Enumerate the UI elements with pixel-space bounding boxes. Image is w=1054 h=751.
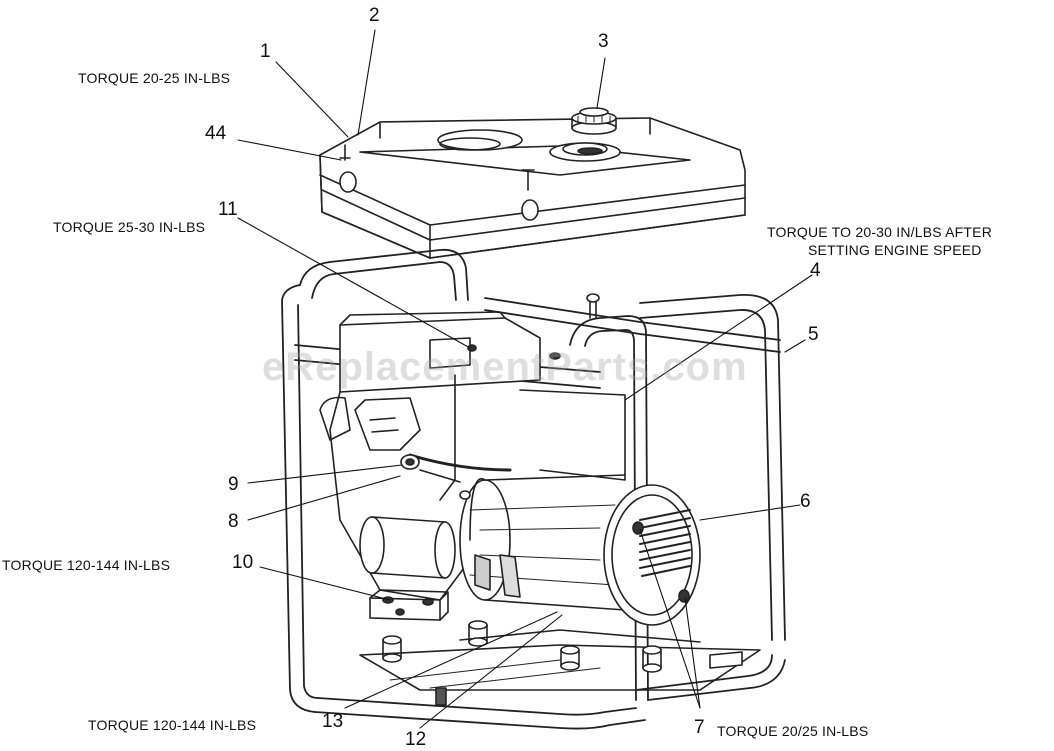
note-torque-top: TORQUE 20-25 IN-LBS — [78, 70, 231, 86]
callout-12: 12 — [405, 729, 427, 750]
callout-2: 2 — [369, 5, 380, 26]
note-torque-speed-2: SETTING ENGINE SPEED — [808, 242, 982, 258]
leader-lines — [237, 29, 813, 729]
callout-5: 5 — [808, 324, 819, 345]
callout-13: 13 — [322, 711, 344, 732]
note-torque-speed-1: TORQUE TO 20-30 IN/LBS AFTER — [767, 224, 993, 240]
callout-9: 9 — [228, 474, 239, 495]
callout-44: 44 — [205, 123, 227, 144]
callout-1: 1 — [260, 41, 271, 62]
engine — [319, 311, 626, 621]
alternator — [459, 474, 701, 626]
callout-7: 7 — [694, 717, 705, 738]
note-torque-13: TORQUE 120-144 IN-LBS — [88, 717, 257, 733]
fasteners — [395, 293, 600, 616]
callout-4: 4 — [810, 260, 821, 281]
callout-8: 8 — [228, 511, 239, 532]
watermark: eReplacementParts.com — [262, 345, 748, 389]
callout-3: 3 — [598, 31, 609, 52]
note-torque-10: TORQUE 120-144 IN-LBS — [2, 557, 171, 573]
fuel-cap — [571, 107, 617, 135]
note-torque-11: TORQUE 25-30 IN-LBS — [53, 219, 206, 235]
callout-6: 6 — [800, 491, 811, 512]
fuel-tank — [319, 117, 746, 259]
callout-10: 10 — [232, 552, 254, 573]
base-pan — [359, 620, 761, 706]
callout-11: 11 — [218, 199, 238, 220]
note-torque-7: TORQUE 20/25 IN-LBS — [717, 723, 869, 739]
